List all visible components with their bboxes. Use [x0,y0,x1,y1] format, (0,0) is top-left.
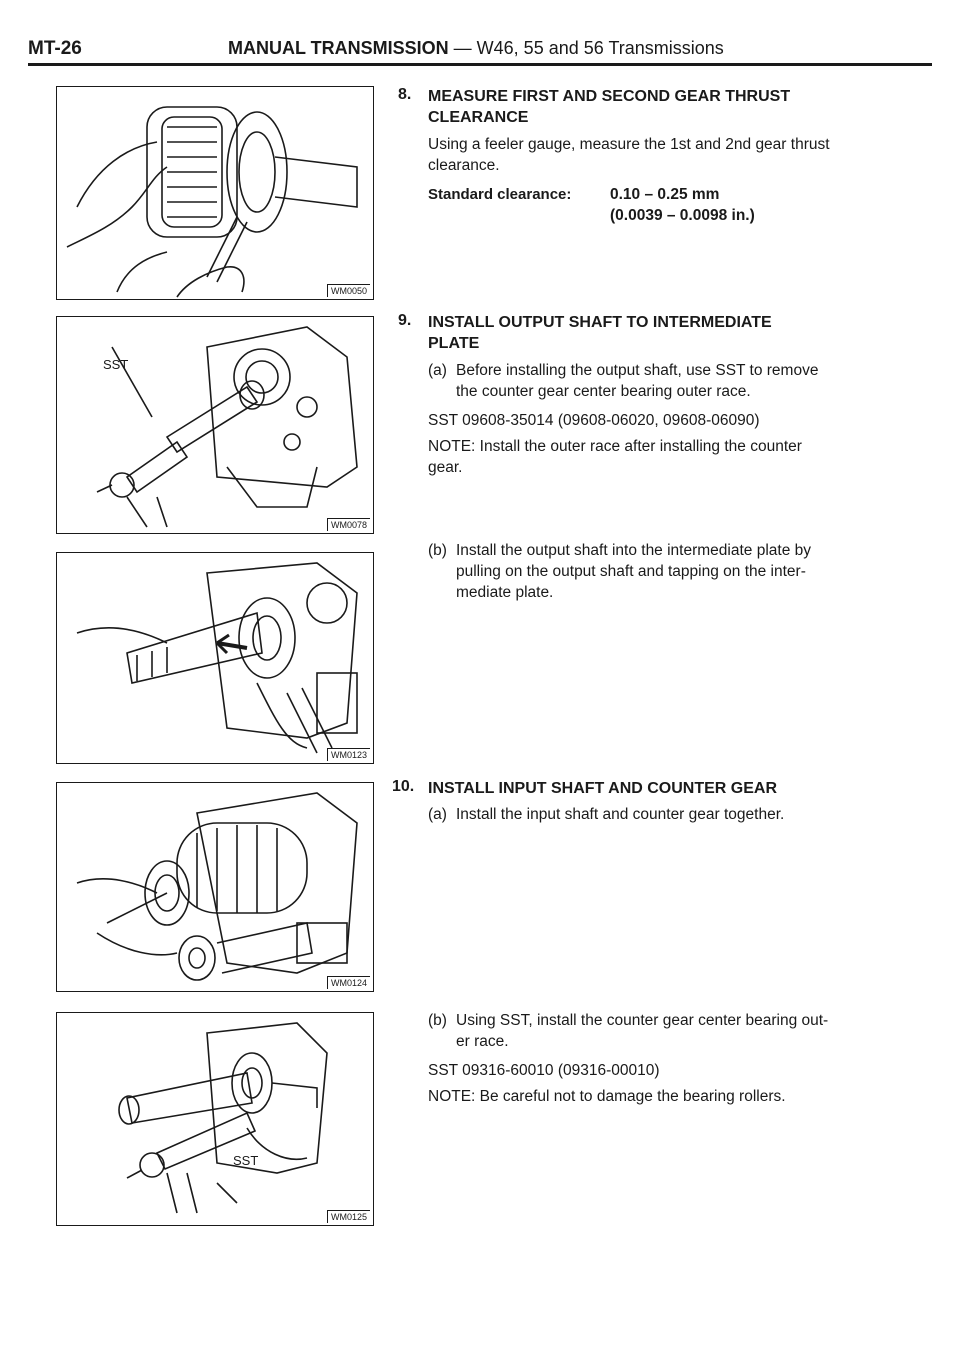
spec-value-line: 0.10 – 0.25 mm [610,186,720,203]
figure-install-output-shaft: WM0123 [56,552,374,764]
install-outer-race-illustration [118,1022,328,1214]
text-line: NOTE: Install the outer race after insta… [428,438,802,455]
figure-install-input-shaft: WM0124 [56,782,374,992]
substep-text: Before installing the output shaft, use … [456,360,896,402]
text-line: clearance. [428,157,500,174]
figure-remove-outer-race: SST WM0078 [56,316,374,534]
substep-tag: (b) [428,542,447,559]
section-name: MANUAL TRANSMISSION [228,38,449,58]
step-8: 8. MEASURE FIRST AND SECOND GEAR THRUST … [398,86,898,224]
page-header: MT-26 MANUAL TRANSMISSION — W46, 55 and … [28,36,932,66]
sst-number: SST 09316-60010 (09316-00010) [428,1062,660,1079]
figure-feeler-gauge: WM0050 [56,86,374,300]
figure-code: WM0078 [326,518,370,531]
step-10: 10. INSTALL INPUT SHAFT AND COUNTER GEAR… [392,778,898,1105]
page-title: MANUAL TRANSMISSION — W46, 55 and 56 Tra… [228,38,724,59]
page-number: MT-26 [28,38,82,59]
step-title: INSTALL OUTPUT SHAFT TO INTERMEDIATE PLA… [428,312,868,354]
remove-outer-race-illustration [96,326,358,528]
spec-value: 0.10 – 0.25 mm (0.0039 – 0.0098 in.) [610,184,870,226]
text-line: mediate plate. [456,584,554,601]
install-input-shaft-illustration [76,792,358,981]
note: NOTE: Be careful not to damage the beari… [428,1088,786,1105]
text-line: Install the output shaft into the interm… [456,542,812,559]
substep-tag: (a) [428,806,447,823]
figure-install-outer-race: SST WM0125 [56,1012,374,1226]
section-subtitle: — W46, 55 and 56 Transmissions [448,38,724,58]
step-number: 9. [398,312,412,329]
text-line: gear. [428,459,463,476]
text-line: pulling on the output shaft and tapping … [456,563,806,580]
step-title-line: CLEARANCE [428,109,529,126]
figure-code: WM0125 [326,1210,370,1223]
step-number: 10. [392,778,415,795]
text-line: the counter gear center bearing outer ra… [456,383,751,400]
figure-code: WM0124 [326,976,370,989]
step-number: 8. [398,86,412,103]
step-title: MEASURE FIRST AND SECOND GEAR THRUST CLE… [428,86,868,128]
text-line: Using a feeler gauge, measure the 1st an… [428,136,830,153]
feeler-gauge-illustration [66,106,358,298]
figure-code: WM0123 [326,748,370,761]
install-output-shaft-illustration [76,562,358,754]
step-text: Using a feeler gauge, measure the 1st an… [428,134,898,176]
figure-code: WM0050 [326,284,370,297]
spec-value-line: (0.0039 – 0.0098 in.) [610,207,755,224]
substep-tag: (a) [428,362,447,379]
step-9: 9. INSTALL OUTPUT SHAFT TO INTERMEDIATE … [398,312,898,612]
substep-tag: (b) [428,1012,447,1029]
step-title-line: PLATE [428,335,480,352]
sst-label: SST [233,1153,259,1168]
step-title: INSTALL INPUT SHAFT AND COUNTER GEAR [428,780,778,797]
text-line: Using SST, install the counter gear cent… [456,1012,829,1029]
substep-text: Install the output shaft into the interm… [456,540,896,603]
sst-number: SST 09608-35014 (09608-06020, 09608-0609… [428,412,760,429]
header-rule [28,63,932,66]
step-title-line: MEASURE FIRST AND SECOND GEAR THRUST [428,88,791,105]
step-title-line: INSTALL OUTPUT SHAFT TO INTERMEDIATE [428,314,772,331]
text-line: er race. [456,1033,509,1050]
substep-text: Install the input shaft and counter gear… [456,806,785,823]
note: NOTE: Install the outer race after insta… [428,436,898,478]
sst-label: SST [103,357,129,372]
text-line: Before installing the output shaft, use … [456,362,819,379]
substep-text: Using SST, install the counter gear cent… [456,1010,896,1052]
spec-label: Standard clearance: [428,186,572,203]
